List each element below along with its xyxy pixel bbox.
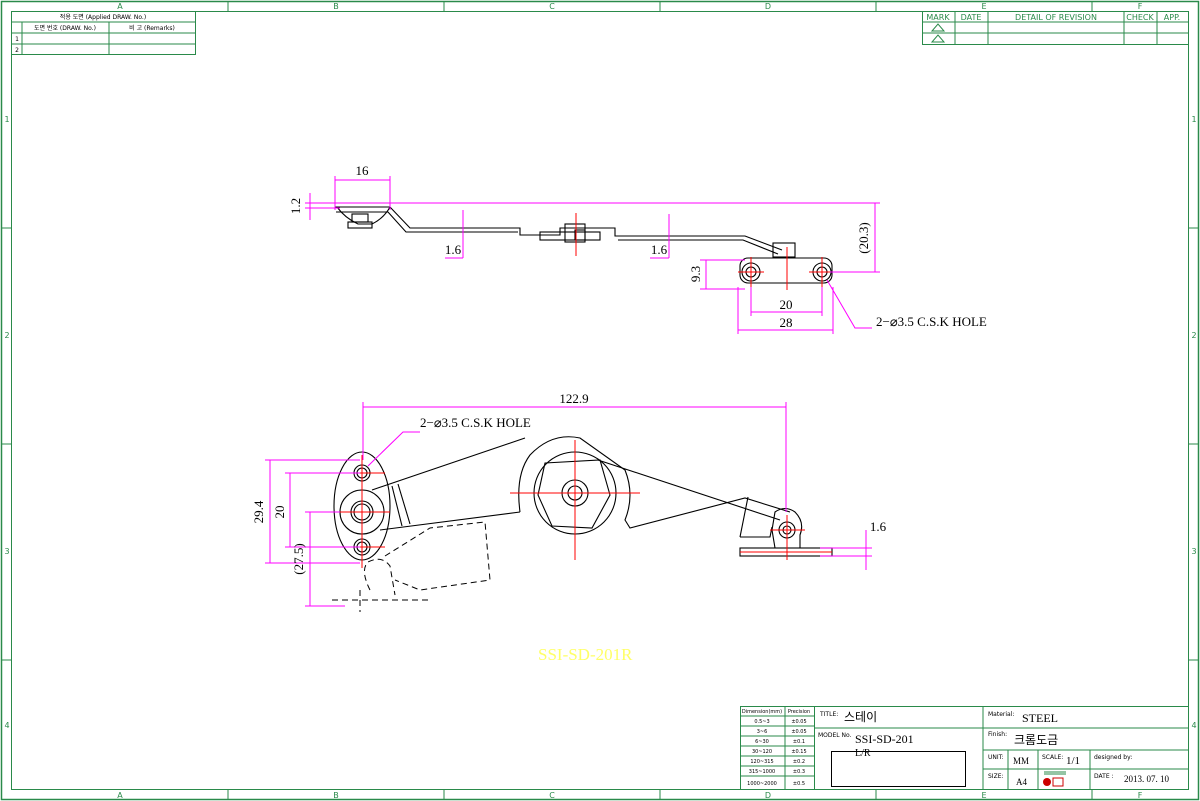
top-view: [305, 176, 880, 334]
col-label-e-bottom: E: [981, 791, 986, 800]
row-label-2-right: 2: [1191, 331, 1196, 340]
tol-row-dim: 6~30: [755, 739, 769, 745]
projection-icon: [1043, 771, 1066, 787]
col-label-a-bottom: A: [117, 791, 123, 800]
col-label-f: F: [1138, 2, 1143, 11]
dim-top-width: 16: [356, 163, 370, 178]
row-label-2: 2: [4, 331, 9, 340]
model-value: SSI-SD-201: [855, 732, 914, 746]
model-sub: L/R: [855, 748, 871, 759]
designed-label: designed by:: [1094, 754, 1132, 761]
dim-left-height: 29.4: [251, 500, 266, 523]
tol-row-dim: 30~120: [752, 749, 772, 755]
material-value: STEEL: [1022, 711, 1058, 725]
unit-value: MM: [1013, 756, 1029, 766]
model-label: MODEL No.: [818, 732, 852, 739]
col-label-d: D: [765, 2, 771, 11]
dim-bend-right: 1.6: [651, 242, 668, 257]
applied-row-2: 2: [15, 47, 19, 54]
tol-row-prec: ±0.3: [793, 769, 805, 775]
front-view: [265, 402, 872, 612]
dim-hole-height: 9.3: [688, 266, 703, 282]
dim-height-total: (20.3): [856, 222, 871, 253]
hole-note-bottom: 2−⌀3.5 C.S.K HOLE: [420, 415, 531, 430]
size-value: A4: [1016, 777, 1027, 787]
dim-bend-left: 1.6: [445, 242, 462, 257]
rev-header-date: DATE: [961, 13, 982, 22]
dim-left-offset: (27.5): [291, 543, 306, 574]
tol-row-dim: 1000~2000: [747, 781, 777, 787]
title-block: [814, 706, 1189, 790]
tol-row-prec: ±0.15: [791, 749, 806, 755]
rev-header-mark: MARK: [926, 13, 950, 22]
col-label-d-bottom: D: [765, 791, 771, 800]
finish-label: Finish:: [988, 731, 1007, 738]
tol-header-precision: Precision: [788, 709, 810, 715]
dim-left-pitch: 20: [272, 506, 287, 519]
unit-label: UNIT:: [988, 754, 1004, 761]
row-label-1-right: 1: [1191, 115, 1196, 124]
row-label-3: 3: [4, 547, 9, 556]
col-label-a: A: [117, 2, 123, 11]
rev-header-app: APP.: [1164, 13, 1180, 22]
hole-note-top: 2−⌀3.5 C.S.K HOLE: [876, 314, 987, 329]
applied-header: 적용 도면 (Applied DRAW. No.): [60, 13, 146, 21]
tol-row-dim: 315~1000: [749, 769, 775, 775]
rev-header-check: CHECK: [1126, 13, 1154, 22]
rev-header-detail: DETAIL OF REVISION: [1015, 13, 1097, 22]
dim-right-thickness: 1.6: [870, 519, 887, 534]
applied-drawing-table: 적용 도면 (Applied DRAW. No.) 도면 번호 (DRAW. N…: [11, 11, 196, 55]
part-number-label: SSI-SD-201R: [538, 645, 633, 664]
tol-header-dim: Dimension(mm): [742, 709, 782, 715]
dim-hole-pitch: 20: [780, 297, 793, 312]
tol-row-prec: ±0.2: [793, 759, 805, 765]
tol-row-prec: ±0.05: [791, 719, 806, 725]
row-label-4: 4: [4, 721, 9, 730]
date-value: 2013. 07. 10: [1124, 774, 1170, 784]
tolerance-table: Dimension(mm) Precision 0.5~3 ±0.05 3~6 …: [740, 706, 815, 790]
revision-triangle-icon: [930, 23, 946, 32]
tol-row-prec: ±0.5: [793, 781, 805, 787]
col-label-f-bottom: F: [1138, 791, 1143, 800]
date-label: DATE :: [1094, 773, 1114, 780]
applied-col-drawno: 도면 번호 (DRAW. No.): [34, 24, 96, 32]
tol-row-prec: ±0.1: [793, 739, 805, 745]
tol-row-dim: 0.5~3: [754, 719, 769, 725]
tol-row-dim: 120~315: [750, 759, 773, 765]
row-label-1: 1: [4, 115, 9, 124]
tol-row-prec: ±0.05: [791, 729, 806, 735]
row-label-4-right: 4: [1191, 721, 1196, 730]
size-label: SIZE:: [988, 773, 1004, 780]
material-label: Material:: [988, 711, 1014, 718]
scale-label: SCALE:: [1042, 754, 1063, 761]
dim-overall-length: 122.9: [559, 391, 588, 406]
revision-table: MARK DATE DETAIL OF REVISION CHECK APP.: [922, 11, 1189, 45]
title-label: TITLE:: [819, 711, 838, 718]
row-label-3-right: 3: [1191, 547, 1196, 556]
col-label-c-bottom: C: [549, 791, 555, 800]
title-value: 스테이: [844, 710, 877, 724]
col-label-e: E: [981, 2, 986, 11]
finish-value: 크롬도금: [1014, 733, 1058, 747]
applied-col-remarks: 비 고 (Remarks): [129, 24, 175, 32]
dim-top-thickness: 1.2: [288, 198, 303, 214]
col-label-b-bottom: B: [333, 791, 339, 800]
applied-row-1: 1: [15, 36, 19, 43]
col-label-b: B: [333, 2, 339, 11]
dim-base-width: 28: [780, 315, 793, 330]
drawing-box: [831, 751, 966, 787]
tol-row-dim: 3~6: [757, 729, 768, 735]
col-label-c: C: [549, 2, 555, 11]
inner-border: [11, 11, 1189, 790]
revision-triangle-icon-2: [930, 34, 946, 43]
scale-value: 1/1: [1066, 755, 1080, 767]
